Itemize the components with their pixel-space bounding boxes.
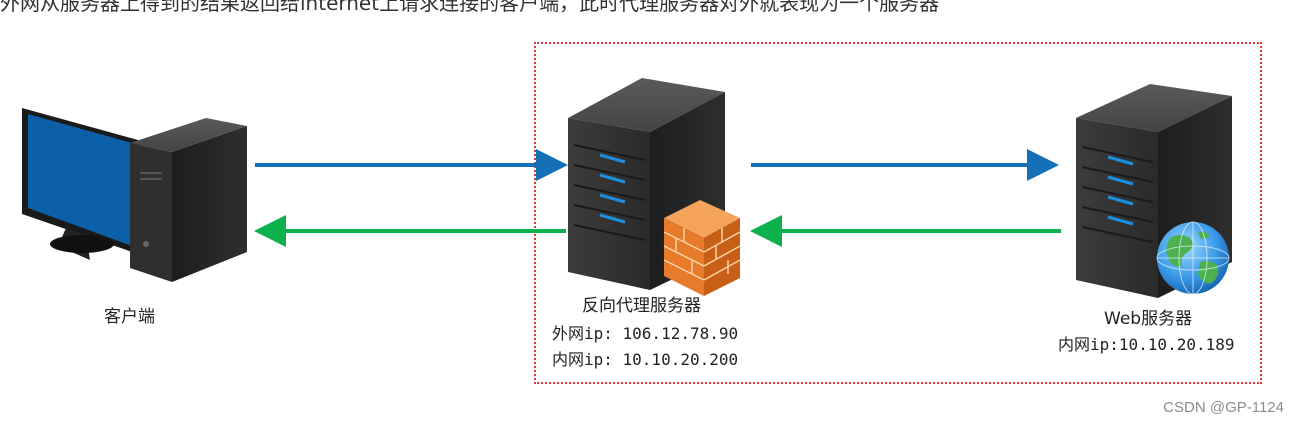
web-server-label: Web服务器 [1104,309,1193,329]
web-internal-ip: 内网ip:10.10.20.189 [1058,335,1235,354]
client-label: 客户端 [104,307,155,327]
proxy-server-label: 反向代理服务器 [582,296,701,316]
proxy-internal-ip: 内网ip: 10.10.20.200 [552,350,739,369]
proxy-external-ip: 外网ip: 106.12.78.90 [552,324,739,343]
web-server-icon [1076,84,1232,298]
caption-text: 外网从服务器上得到的结果返回给internet上请求连接的客户端，此时代理服务器… [0,0,940,15]
firewall-icon [663,200,741,296]
internal-network-boundary [534,42,1262,384]
globe-icon [1156,221,1230,295]
watermark: CSDN @GP-1124 [1163,399,1284,416]
client-computer-icon [22,108,247,282]
